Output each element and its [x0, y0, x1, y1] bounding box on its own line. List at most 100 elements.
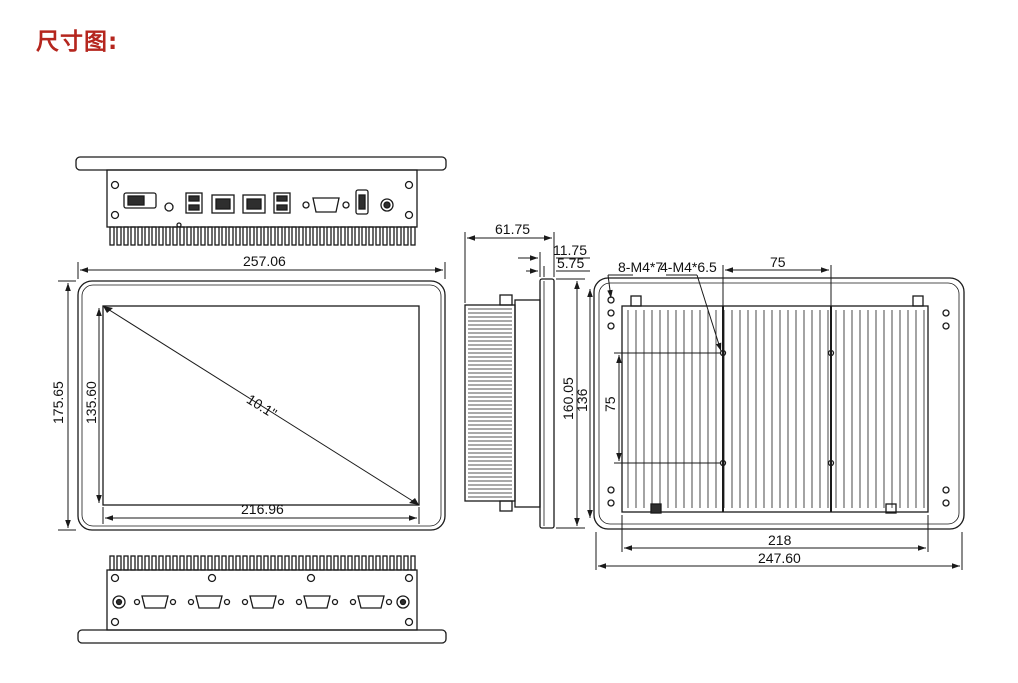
fin	[361, 555, 367, 571]
vesa-v-label: 75	[602, 396, 618, 412]
fin	[305, 226, 311, 246]
screw-icon	[404, 180, 414, 190]
vesa-hole-icon	[827, 459, 835, 467]
power-switch-icon	[123, 192, 157, 209]
fin	[403, 555, 409, 571]
fin	[389, 226, 395, 246]
diagonal-label: 10.1"	[244, 391, 280, 422]
fin	[221, 555, 227, 571]
fin	[270, 555, 276, 571]
panel-thickness-label: 11.75	[553, 242, 587, 258]
db9-shell	[141, 595, 169, 609]
fin	[270, 226, 276, 246]
fin	[172, 226, 178, 246]
fin	[123, 226, 129, 246]
dc-jack-icon	[164, 202, 174, 212]
fin	[389, 555, 395, 571]
back-outer-width-label: 247.60	[758, 550, 801, 566]
fin	[396, 555, 402, 571]
top-io-view	[75, 156, 447, 246]
diagonal-line	[102, 305, 420, 506]
antenna-icon	[380, 198, 394, 212]
fin	[312, 226, 318, 246]
fin	[410, 226, 416, 246]
back-inner-width-label: 218	[768, 532, 792, 548]
db9-port-icon	[241, 595, 285, 609]
fin	[214, 226, 220, 246]
fin	[291, 555, 297, 571]
fin	[305, 555, 311, 571]
screw-icon	[385, 598, 393, 606]
screw-icon	[169, 598, 177, 606]
screw-icon	[404, 210, 414, 220]
fin	[179, 555, 185, 571]
vesa-hole-icon	[719, 349, 727, 357]
fin	[235, 555, 241, 571]
bottom-com-view	[77, 555, 447, 644]
back-bezel	[593, 277, 965, 530]
bottom-bezel	[77, 629, 447, 644]
fin	[158, 226, 164, 246]
vesa-label: 4-M4*6.5	[660, 259, 717, 275]
cutout-height-label: 136	[574, 388, 590, 412]
fin	[333, 555, 339, 571]
screw-icon	[110, 210, 120, 220]
fin	[284, 226, 290, 246]
fin	[361, 226, 367, 246]
screw-icon	[187, 598, 195, 606]
screw-icon	[241, 598, 249, 606]
fin	[221, 226, 227, 246]
screw-icon	[207, 573, 217, 583]
screw-icon	[331, 598, 339, 606]
usb-port-icon	[273, 192, 291, 214]
vesa-hole-icon	[827, 349, 835, 357]
db9-port-icon	[133, 595, 177, 609]
side-connector-bottom	[499, 500, 513, 512]
fin	[284, 555, 290, 571]
back-heatsink	[621, 305, 929, 513]
fin	[144, 226, 150, 246]
top-fins	[109, 226, 416, 246]
fin	[354, 226, 360, 246]
screw-icon	[223, 598, 231, 606]
back-view	[593, 277, 965, 530]
screw-icon	[404, 617, 414, 627]
fin	[263, 555, 269, 571]
screw-icon	[110, 573, 120, 583]
fin	[186, 555, 192, 571]
bottom-io-panel	[106, 569, 418, 631]
fin	[347, 555, 353, 571]
fin	[382, 555, 388, 571]
bezel-thickness-label: 5.75	[557, 255, 584, 271]
fin	[249, 226, 255, 246]
fin	[179, 226, 185, 246]
vga-port-icon	[302, 197, 350, 213]
fin	[256, 226, 262, 246]
fin	[277, 226, 283, 246]
db9-port-icon	[295, 595, 339, 609]
side-height-label: 160.05	[560, 377, 576, 420]
fin	[116, 555, 122, 571]
screw-icon	[404, 573, 414, 583]
screw-icon	[306, 573, 316, 583]
fin	[151, 226, 157, 246]
fin	[186, 226, 192, 246]
view-height-label: 135.60	[83, 381, 99, 424]
fin	[165, 226, 171, 246]
screw-icon	[349, 598, 357, 606]
fin	[340, 555, 346, 571]
db9-shell	[195, 595, 223, 609]
db9-port-icon	[349, 595, 393, 609]
fin	[333, 226, 339, 246]
fin	[319, 555, 325, 571]
db9-port-icon	[187, 595, 231, 609]
led-icon	[176, 222, 182, 228]
page-title: 尺寸图:	[36, 29, 119, 55]
fin	[158, 555, 164, 571]
fin	[277, 555, 283, 571]
fin	[207, 555, 213, 571]
fin	[172, 555, 178, 571]
usb-port-icon	[185, 192, 203, 214]
fin	[200, 555, 206, 571]
